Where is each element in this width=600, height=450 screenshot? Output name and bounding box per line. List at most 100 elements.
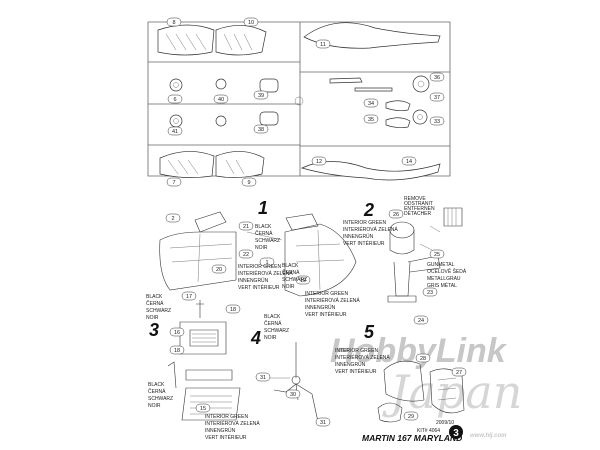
watermark-script: Japan: [382, 365, 522, 419]
step2-remove-note: REMOVE ODSTRANIT ENTFERNEN DÉTACHER: [404, 196, 435, 217]
step-4: 4 31 30 31 BLACK ČERNÁ SCHWARZ NOIR: [250, 314, 331, 427]
svg-text:VERT INTÉRIEUR: VERT INTÉRIEUR: [205, 434, 247, 441]
step3-callout: 17: [186, 294, 192, 300]
fret-label: 41: [172, 129, 178, 135]
svg-text:VERT INTÉRIEUR: VERT INTÉRIEUR: [335, 368, 377, 375]
svg-text:INTERIOR GREEN: INTERIOR GREEN: [335, 348, 378, 354]
svg-text:BLACK: BLACK: [148, 382, 165, 388]
svg-text:SCHWARZ: SCHWARZ: [264, 328, 289, 334]
step3-callout: 18: [174, 348, 180, 354]
svg-text:INNENGRÜN: INNENGRÜN: [335, 361, 366, 368]
step4-callout: 31: [260, 375, 266, 381]
step1-callout: 22: [243, 252, 249, 258]
svg-text:METALLGRAU: METALLGRAU: [427, 276, 461, 282]
fret-label: 38: [258, 127, 264, 133]
svg-text:INTERIÉROVÁ ZELENÁ: INTERIÉROVÁ ZELENÁ: [305, 297, 360, 304]
fret-label: 11: [320, 42, 326, 48]
svg-text:INTERIOR GREEN: INTERIOR GREEN: [205, 414, 248, 420]
svg-text:NOIR: NOIR: [264, 335, 277, 341]
step4-callout: 30: [290, 392, 296, 398]
svg-text:BLACK: BLACK: [146, 294, 163, 300]
footer-title: MARTIN 167 MARYLAND: [362, 433, 462, 443]
svg-text:VERT INTÉRIEUR: VERT INTÉRIEUR: [343, 240, 385, 247]
svg-text:INTERIOR GREEN: INTERIOR GREEN: [238, 264, 281, 270]
watermark-url: www.hlj.com: [470, 433, 507, 439]
step-1: 1 2 21 22 20 1 19 BLACK ČERNÁ SCHWARZ NO…: [159, 198, 360, 318]
step3-black-note-2: BLACK ČERNÁ SCHWARZ NOIR: [148, 382, 173, 409]
svg-text:INTERIOR GREEN: INTERIOR GREEN: [305, 291, 348, 297]
svg-text:ČERNÁ: ČERNÁ: [146, 300, 164, 307]
svg-text:SCHWARZ: SCHWARZ: [255, 238, 280, 244]
step-5: 5 28 27 29 INTERIOR GREEN INTERIÉROVÁ ZE…: [335, 322, 467, 423]
svg-text:NOIR: NOIR: [282, 284, 295, 290]
step1-interior-green-note-2: INTERIOR GREEN INTERIÉROVÁ ZELENÁ INNENG…: [305, 291, 360, 318]
svg-text:REMOVE: REMOVE: [404, 196, 426, 202]
svg-text:NOIR: NOIR: [148, 403, 161, 409]
photo-etched-fret: 8 10 11 6 40 39 38 36 37 41 34 35 33 7 9…: [147, 17, 451, 187]
fret-label: 12: [316, 159, 322, 165]
svg-text:INTERIOR GREEN: INTERIOR GREEN: [343, 220, 386, 226]
watermark: HobbyLink Japan www.hlj.com: [330, 332, 522, 439]
step2-interior-green-note: INTERIOR GREEN INTERIÉROVÁ ZELENÁ INNENG…: [343, 220, 398, 247]
step2-callout: 24: [418, 318, 424, 324]
fret-label: 33: [434, 119, 440, 125]
step3-callout: 16: [174, 330, 180, 336]
step1-callout: 20: [216, 267, 222, 273]
svg-text:SCHWARZ: SCHWARZ: [148, 396, 173, 402]
svg-text:GRIS MÉTAL: GRIS MÉTAL: [427, 282, 457, 289]
page-number: 3: [453, 428, 459, 439]
step3-callout: 15: [200, 406, 206, 412]
step1-callout: 19: [300, 278, 306, 284]
step2-callout: 23: [427, 290, 433, 296]
svg-text:GUNMETAL: GUNMETAL: [427, 262, 455, 268]
step-number: 1: [258, 198, 268, 218]
step2-callout: 25: [434, 252, 440, 258]
svg-text:NOIR: NOIR: [255, 245, 268, 251]
step1-callout: 2: [171, 216, 174, 222]
step1-black-note: BLACK ČERNÁ SCHWARZ NOIR: [255, 224, 280, 251]
step4-callout: 31: [320, 420, 326, 426]
step-number: 2: [363, 200, 374, 220]
svg-text:BLACK: BLACK: [255, 224, 272, 230]
svg-text:INTERIÉROVÁ ZELENÁ: INTERIÉROVÁ ZELENÁ: [343, 226, 398, 233]
fret-label: 39: [258, 93, 264, 99]
step-number: 3: [149, 320, 159, 340]
svg-text:INNENGRÜN: INNENGRÜN: [238, 277, 269, 284]
svg-text:SCHWARZ: SCHWARZ: [146, 308, 171, 314]
svg-text:ČERNÁ: ČERNÁ: [148, 388, 166, 395]
step4-black-note: BLACK ČERNÁ SCHWARZ NOIR: [264, 314, 289, 341]
step5-callout: 28: [420, 356, 426, 362]
fret-label: 8: [172, 20, 175, 26]
fret-label: 36: [434, 75, 440, 81]
step3-black-note: BLACK ČERNÁ SCHWARZ NOIR: [146, 294, 171, 321]
step2-callout: 26: [393, 212, 399, 218]
fret-label: 40: [218, 97, 224, 103]
fret-label: 35: [368, 117, 374, 123]
fret-label: 6: [173, 97, 176, 103]
step3-callout: 18: [230, 307, 236, 313]
footer-kit-number: KIT# 4064: [417, 428, 440, 434]
step1-black-note-2: BLACK ČERNÁ SCHWARZ NOIR: [282, 263, 307, 290]
svg-text:INNENGRÜN: INNENGRÜN: [343, 233, 374, 240]
step1-callout: 1: [265, 260, 268, 266]
step-number: 5: [364, 322, 375, 342]
step1-callout: 21: [243, 224, 249, 230]
step5-interior-green-note: INTERIOR GREEN INTERIÉROVÁ ZELENÁ INNENG…: [335, 348, 390, 375]
step1-interior-green-note: INTERIOR GREEN INTERIÉROVÁ ZELENÁ INNENG…: [238, 264, 293, 291]
step2-gunmetal-note: GUNMETAL OCELOVĚ ŠEDÁ METALLGRAU GRIS MÉ…: [427, 262, 467, 289]
step-number: 4: [250, 328, 261, 348]
step3-interior-green-note: INTERIOR GREEN INTERIÉROVÁ ZELENÁ INNENG…: [205, 414, 260, 441]
svg-text:INTERIÉROVÁ ZELENÁ: INTERIÉROVÁ ZELENÁ: [238, 270, 293, 277]
svg-text:ČERNÁ: ČERNÁ: [264, 320, 282, 327]
fret-label: 10: [248, 20, 254, 26]
fret-label: 9: [247, 180, 250, 186]
svg-text:BLACK: BLACK: [264, 314, 281, 320]
svg-text:OCELOVĚ ŠEDÁ: OCELOVĚ ŠEDÁ: [427, 267, 467, 275]
svg-text:INNENGRÜN: INNENGRÜN: [205, 427, 236, 434]
fret-label: 7: [172, 180, 175, 186]
footer-date: 2009/10: [436, 420, 454, 426]
fret-label: 14: [406, 159, 412, 165]
svg-text:VERT INTÉRIEUR: VERT INTÉRIEUR: [238, 284, 280, 291]
svg-text:ČERNÁ: ČERNÁ: [282, 269, 300, 276]
